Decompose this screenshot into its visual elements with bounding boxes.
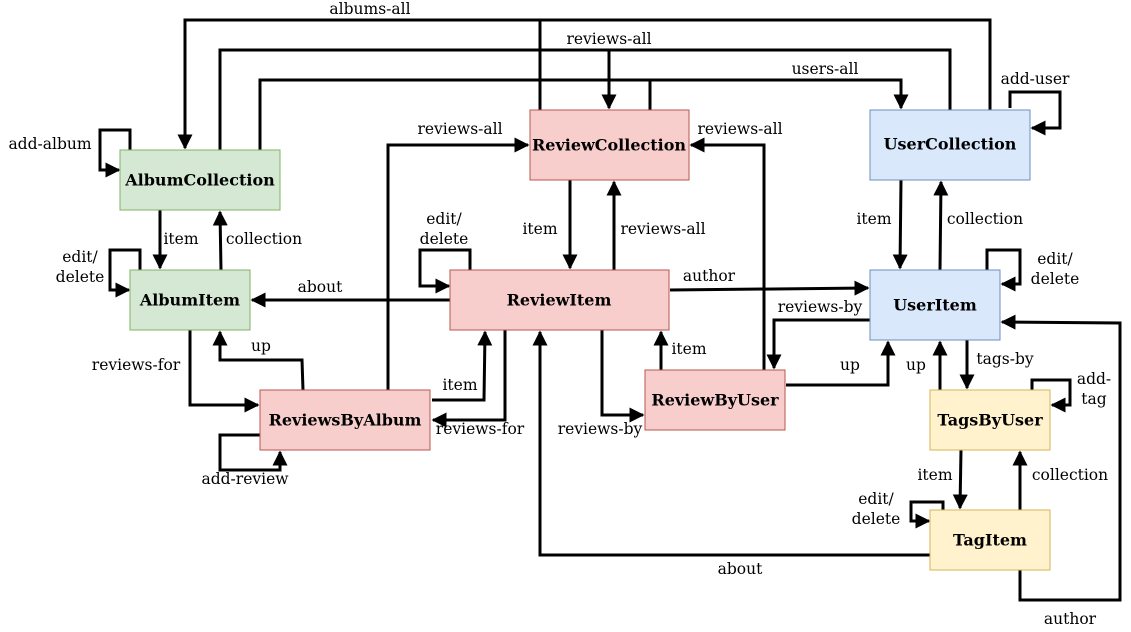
edge-label-up-album: up [251, 337, 271, 355]
edge-label-users-all: users-all [792, 60, 859, 78]
node-user-item[interactable]: UserItem [869, 269, 1001, 341]
edge-user-collection [933, 180, 949, 271]
edge-author-tag [1000, 314, 1122, 602]
edge-label-up-user: up [840, 356, 860, 374]
node-tags-by-user[interactable]: TagsByUser [929, 389, 1051, 451]
edge-reviews-for-right [431, 330, 507, 428]
edge-reviews-for-left [188, 330, 260, 413]
edge-labels: albums-all reviews-all users-all add-use… [8, 0, 1111, 628]
edge-label-add-tag-2: tag [1081, 390, 1106, 408]
edge-label-item-user: item [856, 210, 891, 228]
edge-reviews-by-bottom [600, 330, 645, 423]
node-tag-item[interactable]: TagItem [929, 509, 1051, 571]
edge-label-edit-tag: edit/ [858, 490, 894, 508]
edge-label-reviews-all-left: reviews-all [417, 120, 502, 138]
edge-label-item-review: item [522, 220, 557, 238]
edge-label-author-review: author [683, 267, 736, 285]
edge-label-delete-album: delete [56, 268, 105, 286]
edge-label-delete-user: delete [1031, 270, 1080, 288]
node-user-collection[interactable]: UserCollection [869, 109, 1031, 181]
edge-label-reviews-all-from-item: reviews-all [620, 220, 705, 238]
edge-label-edit-user: edit/ [1037, 250, 1073, 268]
node-label: ReviewsByAlbum [269, 411, 422, 430]
edge-label-about-album: about [298, 278, 343, 296]
edge-item-reviews-by-album [432, 330, 493, 402]
edge-label-reviews-for-left: reviews-for [92, 356, 181, 374]
edge-label-edit-album: edit/ [62, 248, 98, 266]
edge-item-tag [952, 449, 968, 510]
edge-albums-all [177, 18, 992, 150]
edge-label-edit-review: edit/ [426, 210, 462, 228]
edge-edit-delete-user [985, 248, 1022, 292]
edge-label-collection-album: collection [226, 230, 302, 248]
edge-label-reviews-by-bottom: reviews-by [558, 420, 643, 438]
edge-up-album [212, 330, 305, 391]
edge-label-albums-all: albums-all [329, 0, 410, 18]
edge-label-add-review: add-review [201, 470, 289, 488]
node-label: ReviewItem [507, 291, 612, 310]
edge-add-user [1008, 90, 1062, 136]
edge-label-tags-by: tags-by [976, 350, 1034, 368]
nodes: AlbumCollection AlbumItem ReviewCollecti… [119, 109, 1051, 571]
node-label: TagsByUser [937, 411, 1043, 430]
edge-user-item [892, 179, 908, 270]
node-label: UserItem [893, 296, 977, 315]
edge-add-album [98, 128, 132, 178]
edge-users-all [258, 78, 909, 150]
edge-label-item-tag: item [917, 466, 952, 484]
edge-edit-delete-review [418, 248, 472, 294]
edge-label-reviews-all-top: reviews-all [566, 30, 651, 48]
node-album-item[interactable]: AlbumItem [129, 269, 251, 331]
edge-label-add-album: add-album [8, 135, 91, 153]
edge-label-item-review-by-user: item [671, 340, 706, 358]
node-label: UserCollection [884, 135, 1017, 154]
edge-edit-delete-tag [909, 500, 945, 529]
edge-up-user [786, 340, 896, 387]
node-review-item[interactable]: ReviewItem [449, 269, 670, 331]
edge-label-up-tags: up [906, 356, 926, 374]
edge-label-reviews-for-right: reviews-for [436, 420, 525, 438]
edge-label-reviews-by-user: reviews-by [778, 298, 863, 316]
edge-label-add-tag-1: add- [1077, 370, 1111, 388]
edge-add-tag [1030, 378, 1072, 413]
edge-label-delete-review: delete [420, 230, 469, 248]
edges [98, 18, 1122, 602]
edge-reviews-by-user [766, 318, 870, 370]
node-review-by-user[interactable]: ReviewByUser [644, 369, 786, 431]
edge-label-item-album: item [163, 230, 198, 248]
node-label: TagItem [953, 531, 1027, 550]
edge-author-review [669, 280, 870, 296]
edge-about-tag [532, 330, 930, 557]
edge-reviews-all-left [386, 137, 530, 390]
edge-album-collection [212, 210, 228, 271]
edge-reviews-all-right [689, 137, 766, 390]
node-review-collection[interactable]: ReviewCollection [529, 109, 690, 181]
edge-review-collection-top-stub [538, 20, 652, 110]
edge-add-review [218, 433, 288, 472]
node-reviews-by-album[interactable]: ReviewsByAlbum [259, 389, 431, 451]
node-label: ReviewByUser [651, 391, 779, 410]
edge-label-author-tag: author [1044, 610, 1097, 628]
edge-label-item-reviews-by-album: item [442, 376, 477, 394]
edge-label-add-user: add-user [1001, 70, 1070, 88]
edge-label-about-tag: about [718, 560, 763, 578]
node-album-collection[interactable]: AlbumCollection [119, 149, 281, 211]
node-label: AlbumCollection [124, 171, 275, 190]
edge-label-collection-user: collection [947, 210, 1023, 228]
edge-label-reviews-all-right: reviews-all [697, 120, 782, 138]
node-label: ReviewCollection [532, 136, 686, 155]
edge-edit-delete-album [108, 248, 142, 298]
edge-label-collection-tag: collection [1032, 466, 1108, 484]
node-label: AlbumItem [139, 291, 240, 310]
edge-label-delete-tag: delete [852, 510, 901, 528]
